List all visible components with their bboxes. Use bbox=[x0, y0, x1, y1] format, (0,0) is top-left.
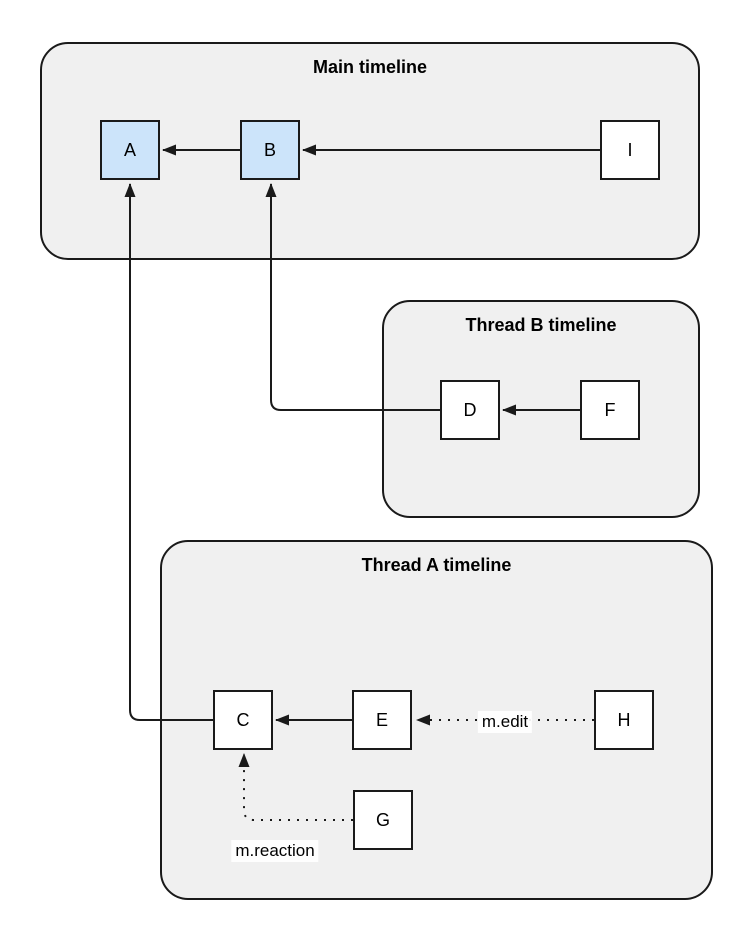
node-B: B bbox=[240, 120, 300, 180]
node-A: A bbox=[100, 120, 160, 180]
node-D: D bbox=[440, 380, 500, 440]
node-G: G bbox=[353, 790, 413, 850]
node-F: F bbox=[580, 380, 640, 440]
edge-label-m-reaction: m.reaction bbox=[231, 840, 319, 862]
container-title-main: Main timeline bbox=[312, 57, 428, 77]
edge-label-m-edit: m.edit bbox=[477, 711, 533, 733]
node-E: E bbox=[352, 690, 412, 750]
node-I: I bbox=[600, 120, 660, 180]
container-thread-b-timeline: Thread B timeline bbox=[382, 300, 700, 518]
node-H: H bbox=[594, 690, 654, 750]
container-title-thread-a: Thread A timeline bbox=[361, 555, 512, 575]
node-C: C bbox=[213, 690, 273, 750]
container-title-thread-b: Thread B timeline bbox=[465, 315, 617, 335]
